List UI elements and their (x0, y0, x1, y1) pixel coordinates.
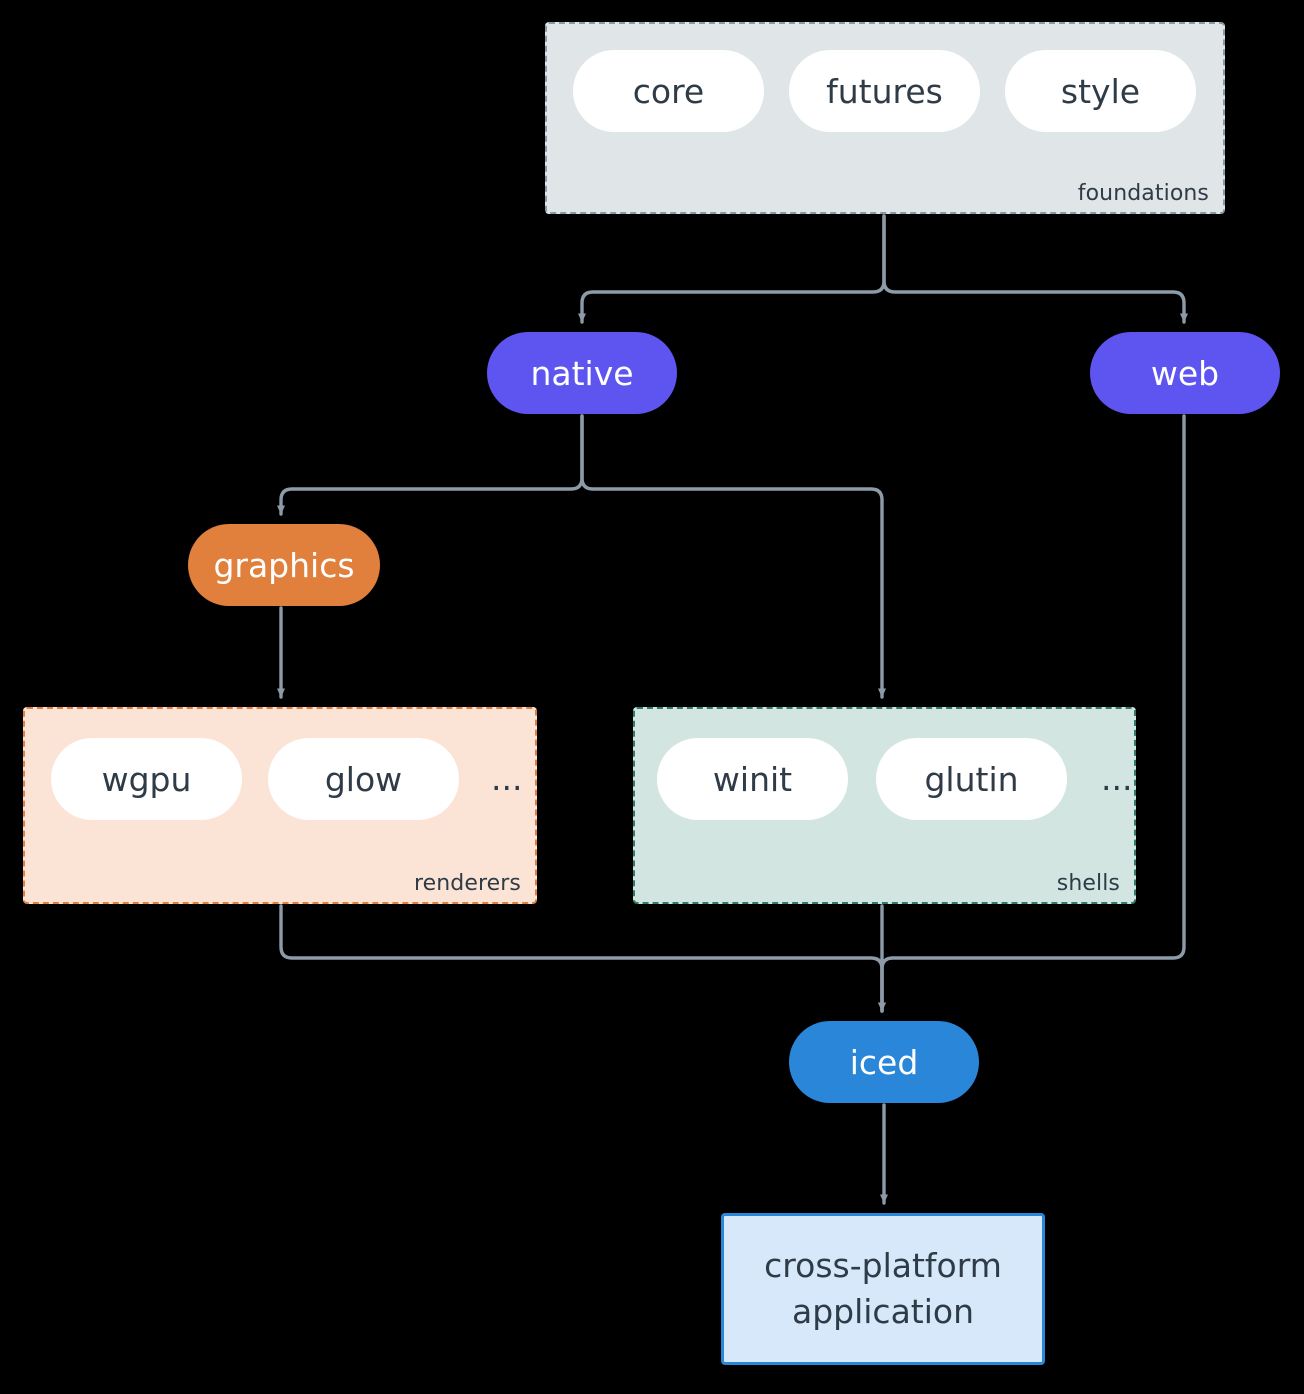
edge-foundations-web (882, 214, 1188, 324)
application-label-line2: application (791, 1292, 975, 1331)
pill-style[interactable]: style (1005, 50, 1196, 132)
pill-glow[interactable]: glow (268, 738, 459, 820)
pill-glutin[interactable]: glutin (876, 738, 1067, 820)
renderers-more-ellipsis: ... (491, 759, 523, 798)
group-label-shells: shells (1056, 871, 1120, 896)
pill-futures[interactable]: futures (789, 50, 980, 132)
application-label-line1: cross-platform (764, 1246, 1002, 1285)
pill-wgpu[interactable]: wgpu (51, 738, 242, 820)
edge-native-shells (580, 414, 886, 699)
renderers-pill-row: wgpu glow ... (51, 738, 526, 820)
group-label-renderers: renderers (413, 871, 521, 896)
group-foundations: core futures style foundations (545, 22, 1225, 214)
pill-winit[interactable]: winit (657, 738, 848, 820)
shells-more-ellipsis: ... (1101, 759, 1133, 798)
group-label-foundations: foundations (1077, 181, 1209, 206)
edge-foundations-native (578, 214, 886, 324)
foundations-pill-row: core futures style (573, 50, 1196, 132)
node-iced[interactable]: iced (789, 1021, 979, 1103)
pill-core[interactable]: core (573, 50, 764, 132)
node-cross-platform-application[interactable]: cross-platform application (721, 1213, 1045, 1365)
node-native[interactable]: native (487, 332, 677, 414)
node-graphics[interactable]: graphics (188, 524, 380, 606)
group-renderers: wgpu glow ... renderers (23, 707, 537, 904)
shells-pill-row: winit glutin ... (657, 738, 1136, 820)
edge-native-graphics (277, 414, 584, 516)
edge-renderers-iced (279, 904, 886, 1013)
group-shells: winit glutin ... shells (633, 707, 1136, 904)
node-web[interactable]: web (1090, 332, 1280, 414)
